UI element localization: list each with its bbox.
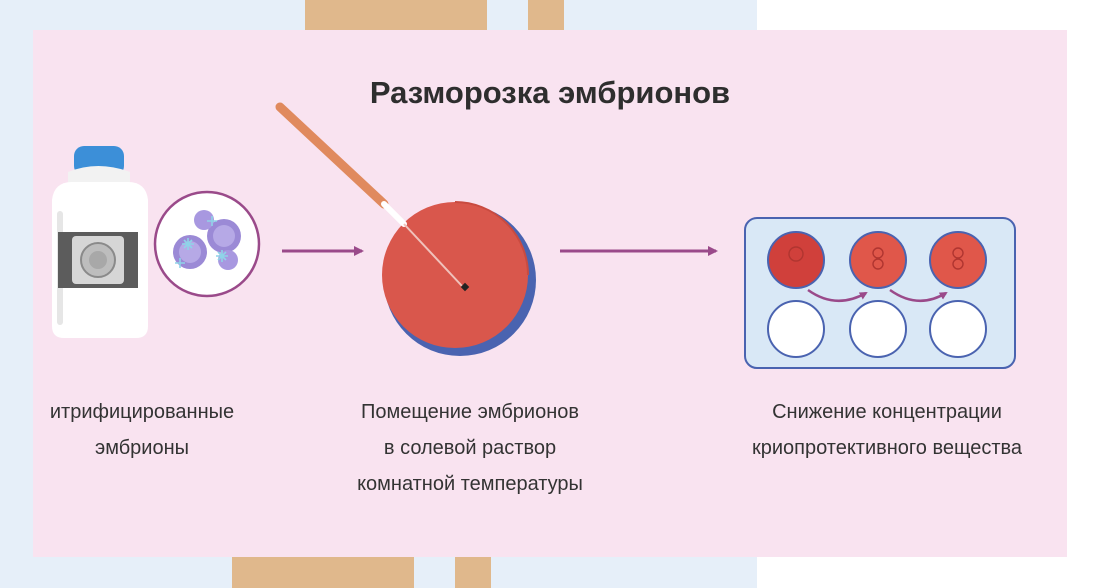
snowflake-icon <box>175 216 228 268</box>
background-stripe-tan-bottom-1 <box>232 556 414 588</box>
step-1-caption: итрифицированные эмбрионы <box>22 394 262 466</box>
background-stripe-tan-top-1 <box>305 0 487 32</box>
step-2-caption-line-2: в солевой раствор <box>383 437 557 459</box>
step-2-caption: Помещение эмбрионов в солевой раствор ко… <box>320 394 620 502</box>
liquid-nitrogen-container-icon <box>52 146 148 338</box>
frozen-embryos-icon <box>153 190 261 298</box>
step-3-caption-line-2: криопротективного вещества <box>751 437 1023 459</box>
step-2-caption-line-3: комнатной температуры <box>357 473 583 495</box>
transfer-arrow-icon <box>889 288 948 302</box>
diagram-title: Разморозка эмбрионов <box>369 75 731 110</box>
pipette-tip-icon <box>381 201 470 292</box>
background-stripe-tan-bottom-2 <box>455 556 491 588</box>
step-1-caption-line-1: итрифицированные <box>49 401 235 423</box>
step-3-caption: Снижение концентрации криопротективного … <box>704 394 1070 466</box>
background-stripe-tan-top-2 <box>528 0 564 32</box>
transfer-arrow-icon <box>807 288 868 303</box>
step-1-caption-line-2: эмбрионы <box>94 437 190 459</box>
step-2-caption-line-1: Помещение эмбрионов <box>360 401 580 423</box>
well-plate-icon <box>744 217 1016 369</box>
step-3-caption-line-1: Снижение концентрации <box>772 401 1002 423</box>
pipette-icon <box>275 102 389 209</box>
